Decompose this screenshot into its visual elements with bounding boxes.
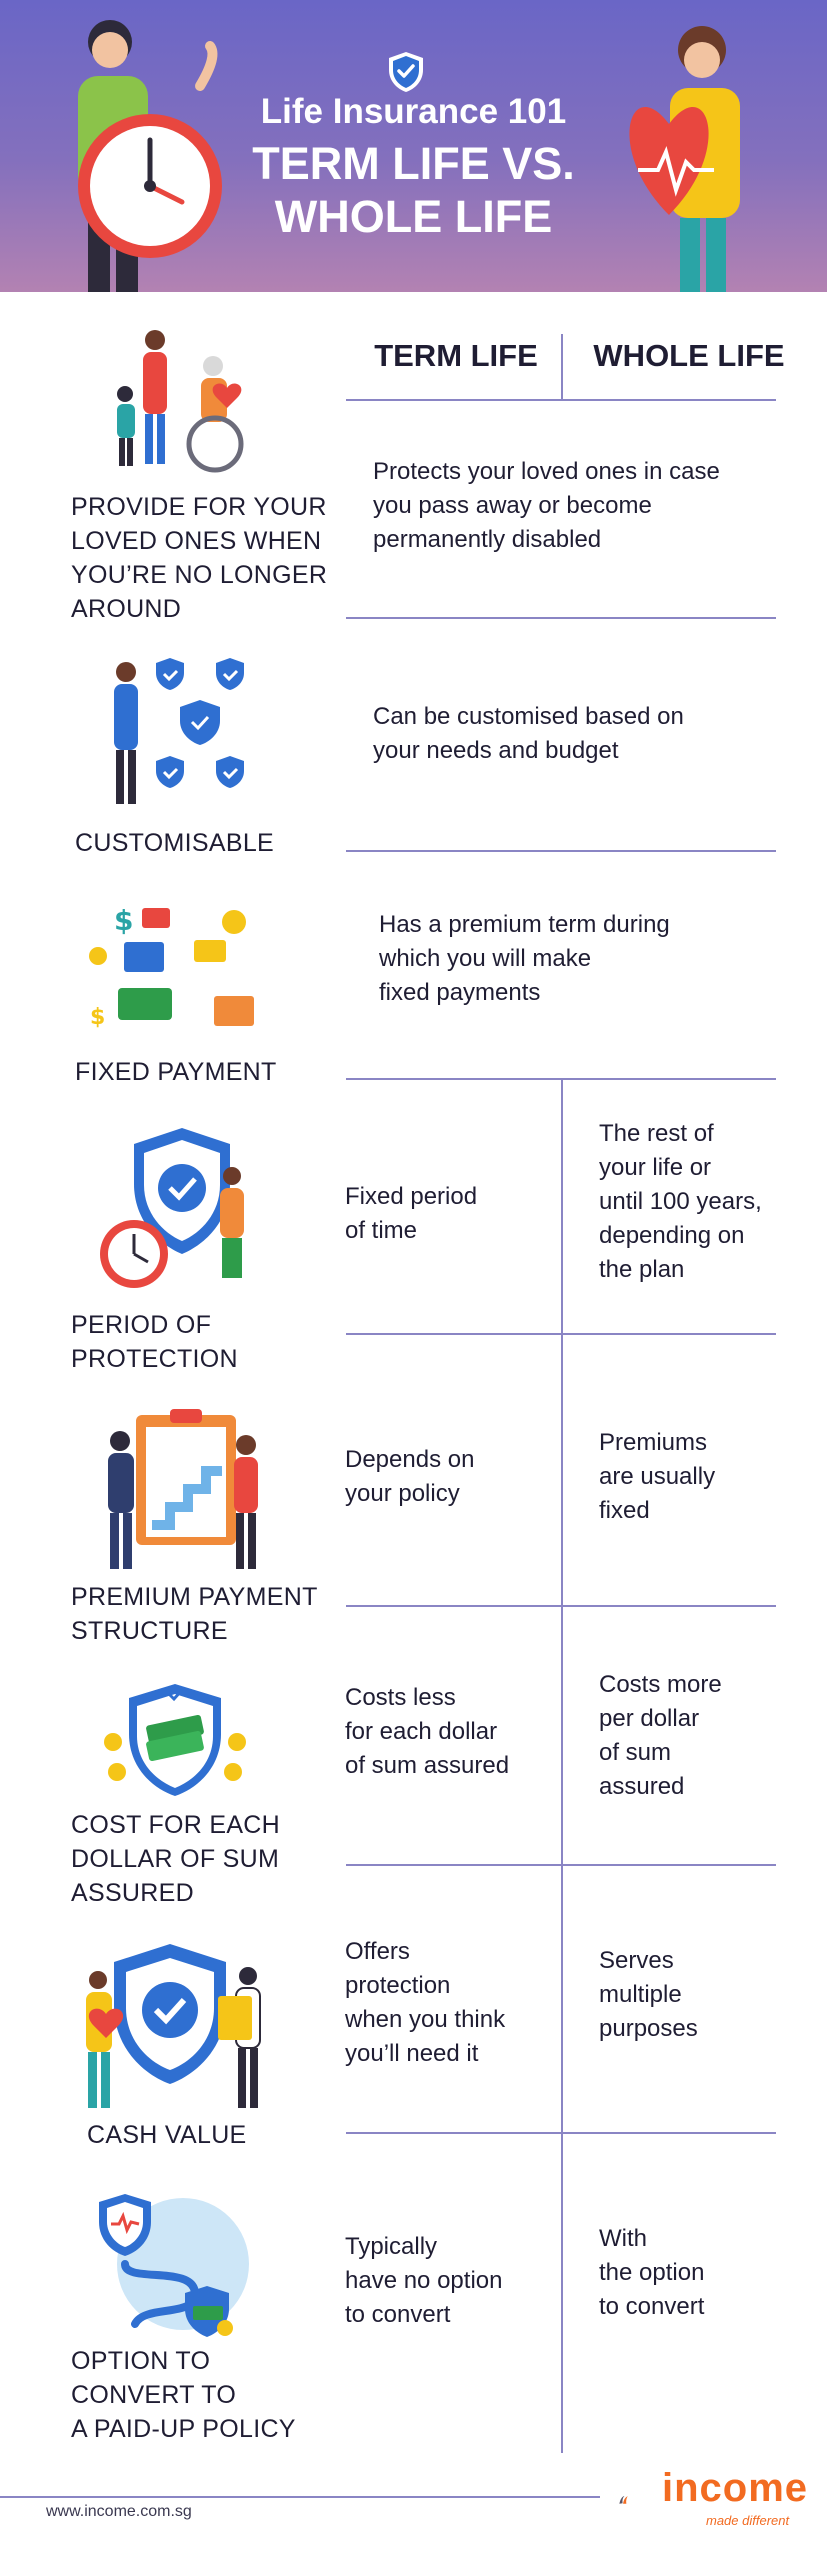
income-logo-icon — [619, 2495, 628, 2504]
term-life-cell: Typically have no option to convert — [345, 2233, 503, 2328]
shared-cell: Protects your loved ones in case you pas… — [373, 458, 720, 553]
row-divider — [346, 850, 776, 852]
cash-shield-icon — [104, 1684, 246, 1796]
row-divider — [346, 399, 776, 401]
shared-cell: Can be customised based on your needs an… — [373, 703, 684, 764]
cash-value-icon — [86, 1944, 261, 2108]
column-divider — [561, 1078, 563, 2453]
header-title: TERM LIFE VS. WHOLE LIFE — [0, 137, 827, 243]
footer-url[interactable]: www.income.com.sg — [46, 2503, 192, 2520]
whole-life-cell: Serves multiple purposes — [599, 1947, 698, 2042]
row-label: PREMIUM PAYMENT STRUCTURE — [71, 1583, 318, 1645]
row-label: COST FOR EACH DOLLAR OF SUM ASSURED — [71, 1811, 281, 1907]
row-label: FIXED PAYMENT — [75, 1058, 277, 1086]
svg-text:$: $ — [90, 1005, 105, 1030]
shared-cell: Has a premium term during which you will… — [379, 911, 670, 1006]
row-label: CUSTOMISABLE — [75, 829, 275, 857]
term-life-cell: Fixed period of time — [345, 1183, 478, 1244]
whole-life-cell: The rest of your life or until 100 years… — [599, 1120, 762, 1283]
row-label: OPTION TO CONVERT TO A PAID-UP POLICY — [71, 2347, 296, 2443]
woman-with-heart-icon — [629, 26, 740, 292]
row-label: PERIOD OF PROTECTION — [71, 1311, 238, 1373]
header-banner: Life Insurance 101 TERM LIFE VS. WHOLE L… — [0, 0, 827, 292]
protection-shield-icon — [100, 1128, 244, 1288]
term-life-cell: Costs less for each dollar of sum assure… — [345, 1684, 510, 1779]
row-divider — [346, 617, 776, 619]
payment-icon: $ $ — [89, 904, 254, 1030]
brand-name: income — [662, 2466, 809, 2510]
whole-life-cell: Premiums are usually fixed — [599, 1429, 716, 1524]
family-icon — [117, 330, 244, 473]
header-title-line1: TERM LIFE VS. — [252, 138, 575, 189]
shield-check-icon — [389, 52, 423, 92]
row-label: PROVIDE FOR YOUR LOVED ONES WHEN YOU’RE … — [71, 493, 328, 623]
whole-life-cell: Costs more per dollar of sum assured — [599, 1671, 722, 1800]
column-header-term-life: TERM LIFE — [374, 338, 538, 373]
footer-rule — [0, 2496, 600, 2498]
man-with-clock-icon — [78, 20, 222, 292]
row-label: CASH VALUE — [87, 2121, 247, 2149]
convert-icon — [99, 2194, 249, 2337]
header-title-line2: WHOLE LIFE — [274, 191, 553, 242]
shields-icon — [114, 658, 244, 804]
clipboard-icon — [108, 1409, 258, 1569]
svg-text:$: $ — [114, 904, 133, 937]
term-life-cell: Depends on your policy — [345, 1446, 475, 1507]
brand-tagline: made different — [706, 2513, 790, 2528]
header-divider — [561, 334, 563, 400]
column-header-whole-life: WHOLE LIFE — [593, 338, 785, 373]
term-life-cell: Offers protection when you think you’ll … — [345, 1938, 506, 2067]
whole-life-cell: With the option to convert — [599, 2225, 705, 2320]
header-subtitle: Life Insurance 101 — [260, 92, 567, 131]
